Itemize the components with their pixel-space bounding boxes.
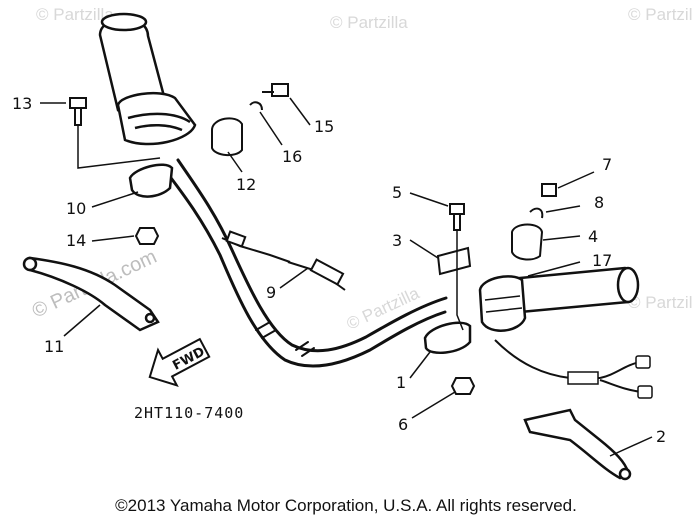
hardware — [69, 83, 557, 395]
part-code: 2HT110-7400 — [134, 404, 244, 422]
callout-6: 6 — [398, 415, 408, 434]
watermark-right: © Partzilla — [628, 293, 692, 312]
callout-2: 2 — [656, 427, 666, 446]
fwd-arrow: FWD — [148, 337, 211, 387]
callout-11: 11 — [44, 337, 64, 356]
callout-17: 17 — [592, 251, 612, 270]
callout-8: 8 — [594, 193, 604, 212]
callout-9: 9 — [266, 283, 276, 302]
callout-3: 3 — [392, 231, 402, 250]
left-lever-assembly — [22, 163, 174, 332]
watermark-top-right: © Partzilla — [628, 5, 692, 24]
callout-13: 13 — [12, 94, 32, 113]
copyright-notice: ©2013 Yamaha Motor Corporation, U.S.A. A… — [115, 496, 577, 515]
callout-7: 7 — [602, 155, 612, 174]
callout-4: 4 — [588, 227, 598, 246]
callout-14: 14 — [66, 231, 86, 250]
callout-5: 5 — [392, 183, 402, 202]
callout-numbers: 1 2 3 4 5 6 7 8 9 10 11 12 13 14 15 16 1… — [12, 94, 666, 446]
right-grip — [478, 266, 653, 399]
leader-lines — [40, 97, 653, 457]
left-grip — [98, 12, 197, 146]
right-lever-assembly — [423, 321, 632, 481]
callout-12: 12 — [236, 175, 256, 194]
callout-16: 16 — [282, 147, 302, 166]
watermark-top-left: © Partzilla — [36, 5, 114, 24]
handlebar — [163, 158, 448, 368]
watermark-top-center: © Partzilla — [330, 13, 408, 32]
callout-10: 10 — [66, 199, 86, 218]
callout-15: 15 — [314, 117, 334, 136]
callout-1: 1 — [396, 373, 406, 392]
brake-switch-cable — [221, 230, 346, 291]
